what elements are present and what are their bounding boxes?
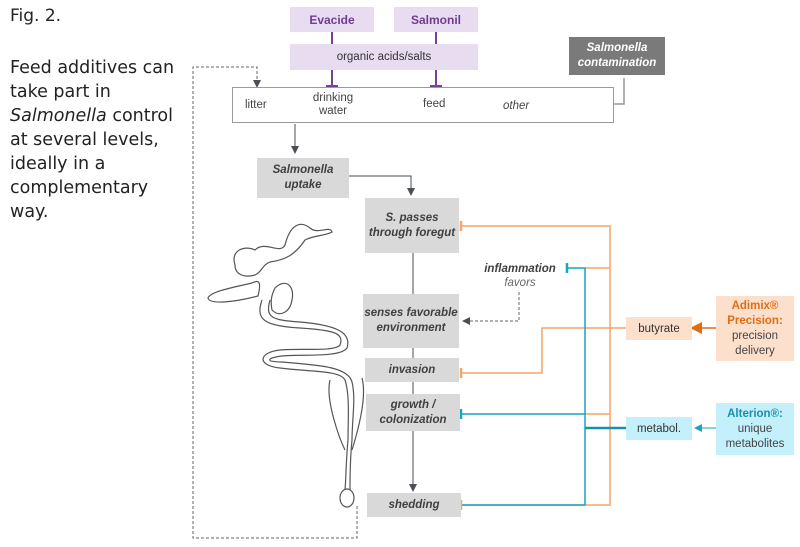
metabolite-lines xyxy=(461,267,586,506)
sources-box: litter drinking water feed other xyxy=(232,87,614,123)
adimix-name: Adimix® Precision: xyxy=(727,299,783,327)
step-senses-environment: senses favorable environment xyxy=(363,294,459,348)
contamination-line xyxy=(614,78,625,105)
source-other: other xyxy=(503,100,530,112)
uptake-to-foregut-arrow xyxy=(349,175,415,196)
salmonella-uptake-box: Salmonella uptake xyxy=(257,158,349,198)
evacide-box: Evacide xyxy=(290,7,374,32)
adimix-desc: precision delivery xyxy=(731,329,779,357)
caption-italic: Salmonella xyxy=(10,106,107,126)
source-drinking-water: drinking water xyxy=(312,92,354,117)
inflammation-subtitle: favors xyxy=(504,277,536,289)
source-feed: feed xyxy=(423,98,446,110)
caption-text-end: control at several levels, ideally in a … xyxy=(10,106,173,222)
inflammation-arrow xyxy=(462,292,520,325)
salmonella-contamination-box: Salmonella contamination xyxy=(569,37,665,75)
step-foregut: S. passes through foregut xyxy=(365,198,459,253)
step-growth-colonization: growth / colonization xyxy=(366,394,460,431)
feedback-loop-line xyxy=(192,66,358,539)
metabol-box: metabol. xyxy=(626,417,692,440)
alterion-name: Alterion®: xyxy=(727,407,783,420)
alterion-desc: unique metabolites xyxy=(725,422,785,450)
butyrate-box: butyrate xyxy=(626,317,692,340)
inflammation-label: inflammation favors xyxy=(470,262,570,290)
source-litter: litter xyxy=(245,99,267,111)
figure-caption: Feed additives can take part in Salmonel… xyxy=(10,56,180,224)
purple-connectors xyxy=(326,32,442,87)
adimix-precision-box: Adimix® Precision: precision delivery xyxy=(716,296,794,361)
caption-text: Feed additives can take part in xyxy=(10,58,175,102)
figure-label: Fig. 2. xyxy=(10,6,62,26)
inflammation-title: inflammation xyxy=(484,263,556,275)
intestine-drawing-icon xyxy=(207,223,365,508)
step-shedding: shedding xyxy=(367,493,461,517)
salmonil-box: Salmonil xyxy=(394,7,478,32)
alterion-box: Alterion®: unique metabolites xyxy=(716,403,794,455)
organic-acids-box: organic acids/salts xyxy=(290,44,478,70)
step-invasion: invasion xyxy=(365,358,459,382)
